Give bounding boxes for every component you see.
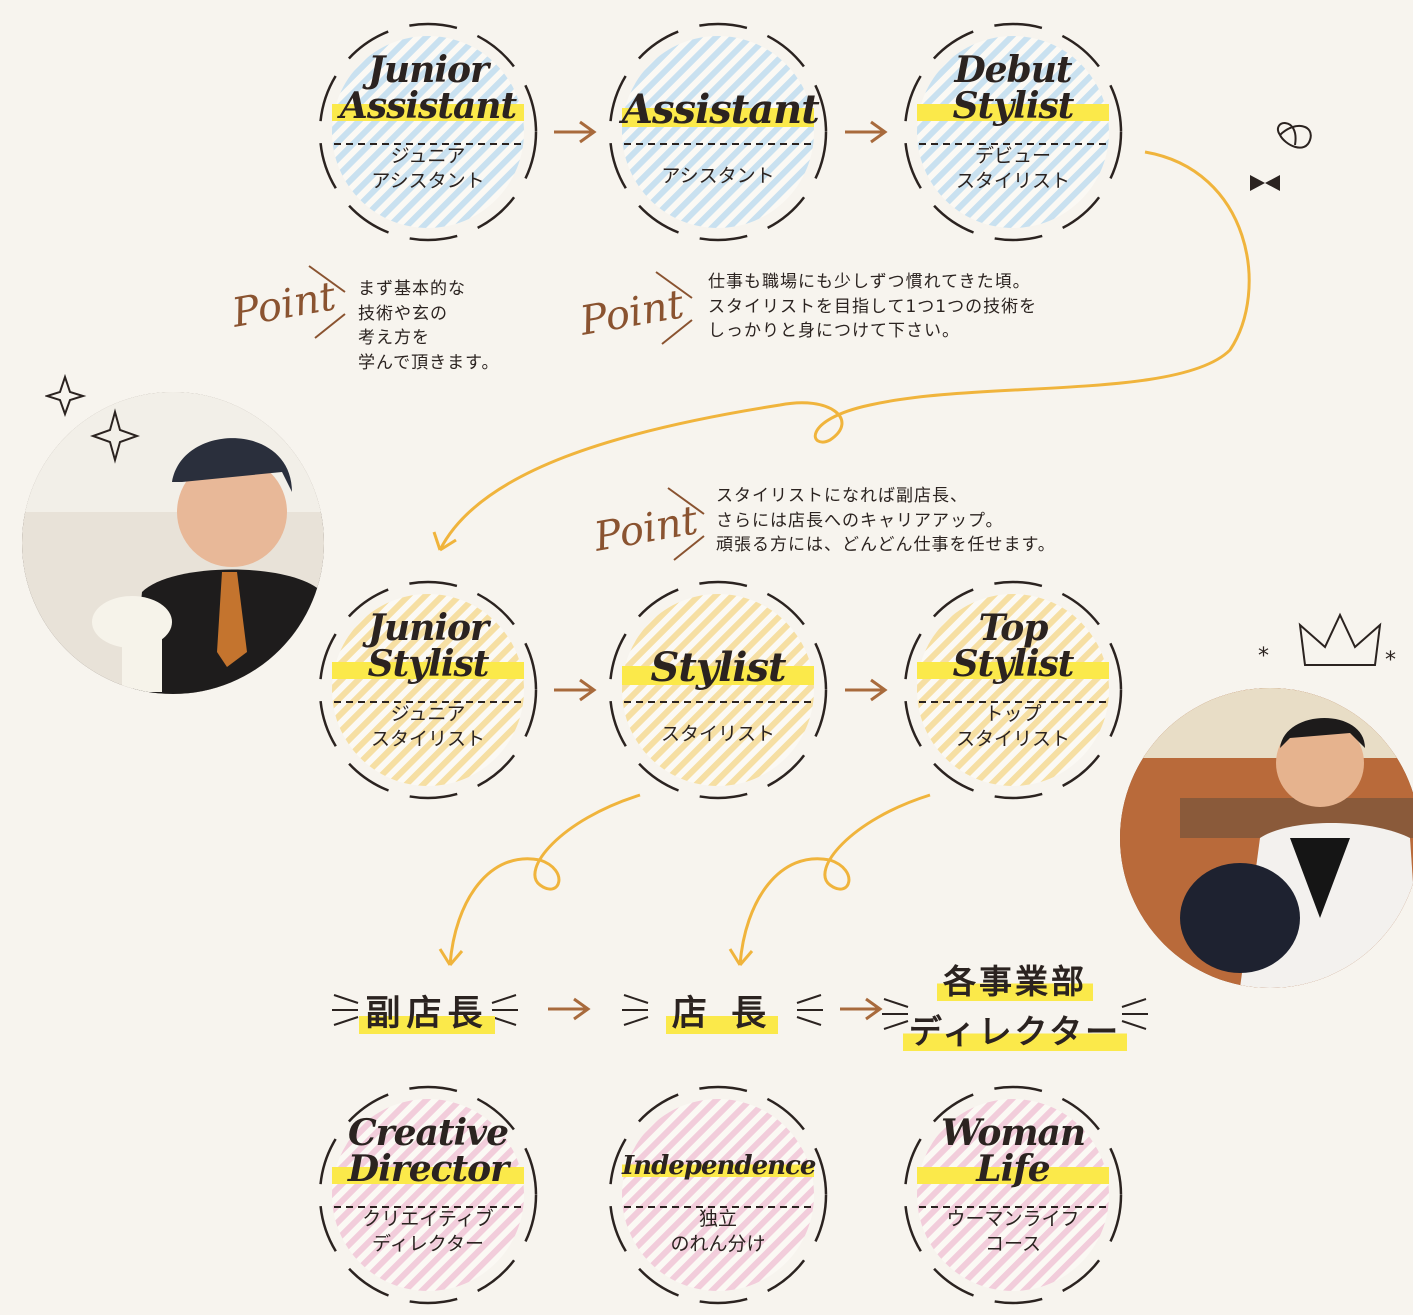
ribbon-doodle-icon [1250,122,1312,191]
badge-english-line: Stylist [917,88,1109,124]
badge-assistant: Assistant アシスタント [608,22,828,242]
badge-english-line: Debut [954,49,1072,91]
emphasis-lines [882,998,1148,1030]
badge-japanese-line: スタイリスト [955,169,1070,192]
badge-english-line: Director [332,1151,524,1187]
badge-japanese-line: スタイリスト [370,727,485,750]
badge-stylist: Stylist スタイリスト [608,580,828,800]
badge-japanese-title: 独立のれん分け [608,1207,828,1256]
badge-english-line: Stylist [917,646,1109,682]
rank-vice-manager: 副店長 [342,985,512,1036]
badge-japanese-line: ウーマンライフ [946,1208,1080,1230]
crown-doodle-icon: * * [1258,612,1396,673]
photo-top-stylist-cutting [1120,688,1413,988]
badge-japanese-line: ディレクター [372,1232,484,1255]
point-bracket [308,265,346,339]
photo-stylist-with-dryer [22,392,324,694]
badge-english-line: Life [917,1151,1109,1187]
badge-english-title: Independence [608,1153,828,1179]
badge-english-line: Junior [367,607,489,649]
badge-japanese-line: デビュー [974,145,1051,167]
badge-circle [903,1085,1123,1305]
badge-circle [608,1085,828,1305]
badge-english-line: Independence [622,1151,816,1181]
badge-japanese-line: 独立 [698,1208,737,1230]
arrow-right-icon [840,997,883,1021]
note-junior-assistant: まず基本的な技術や玄の考え方を学んで頂きます。 [358,279,500,373]
badge-english-line: Woman [940,1112,1086,1154]
badge-independence: Independence 独立のれん分け [608,1085,828,1305]
badge-japanese-title: トップスタイリスト [903,702,1123,751]
badge-japanese-line: スタイリスト [955,727,1070,750]
photo-illustration [1120,688,1413,988]
svg-text:*: * [1385,648,1396,673]
badge-japanese-line: スタイリスト [660,723,775,745]
badge-circle [318,1085,538,1305]
badge-japanese-title: アシスタント [608,164,828,189]
badge-circle [903,22,1123,242]
badge-japanese-line: ジュニア [390,703,466,725]
point-bracket [667,487,705,561]
badge-japanese-line: トップ [984,703,1042,725]
photo-illustration [22,392,324,694]
badge-circle [903,580,1123,800]
note-stylist: スタイリストになれば副店長、さらには店長へのキャリアアップ。頑張る方には、どんど… [716,486,1056,556]
badge-japanese-title: ジュニアスタイリスト [318,702,538,751]
badge-japanese-line: ジュニア [390,145,466,167]
badge-japanese-title: デビュースタイリスト [903,144,1123,193]
badge-english-line: Assistant [332,88,524,124]
badge-english-line: Stylist [622,648,814,688]
rank-division-director: 各事業部 ディレクター [902,955,1128,1053]
arrow-right-icon [554,120,597,144]
badge-english-line: Top [978,607,1049,649]
sparkle-doodle-icon [45,373,141,464]
badge-circle [608,580,828,800]
badge-circle [318,22,538,242]
badge-japanese-title: ウーマンライフコース [903,1207,1123,1256]
emphasis-lines [332,994,518,1026]
rank-manager: 店 長 [632,985,812,1036]
badge-english-line: Assistant [622,86,820,133]
badge-japanese-title: クリエイティブディレクター [318,1207,538,1256]
arrow-right-icon [845,678,888,702]
badge-japanese-line: のれん分け [670,1232,766,1255]
badge-japanese-line: クリエイティブ [362,1208,494,1230]
emphasis-lines [622,994,823,1026]
badge-english-line: Junior [367,49,489,91]
badge-japanese-line: アシスタント [661,165,775,187]
badge-japanese-line: アシスタント [371,169,485,192]
badge-japanese-line: コース [984,1232,1042,1255]
arrow-right-icon [845,120,888,144]
note-assistant: 仕事も職場にも少しずつ慣れてきた頃。スタイリストを目指して1つ1つの技術をしっか… [708,272,1038,342]
badge-english-line: Creative [348,1112,509,1154]
arrow-right-icon [554,678,597,702]
badge-english-title: Stylist [608,648,828,688]
badge-japanese-title: ジュニアアシスタント [318,144,538,193]
badge-circle [318,580,538,800]
badge-english-title: Assistant [608,90,828,130]
arrow-right-icon [548,997,591,1021]
badge-japanese-title: スタイリスト [608,722,828,747]
badge-english-line: Stylist [332,646,524,682]
svg-text:*: * [1258,644,1269,669]
point-bracket [655,271,693,345]
badge-circle [608,22,828,242]
